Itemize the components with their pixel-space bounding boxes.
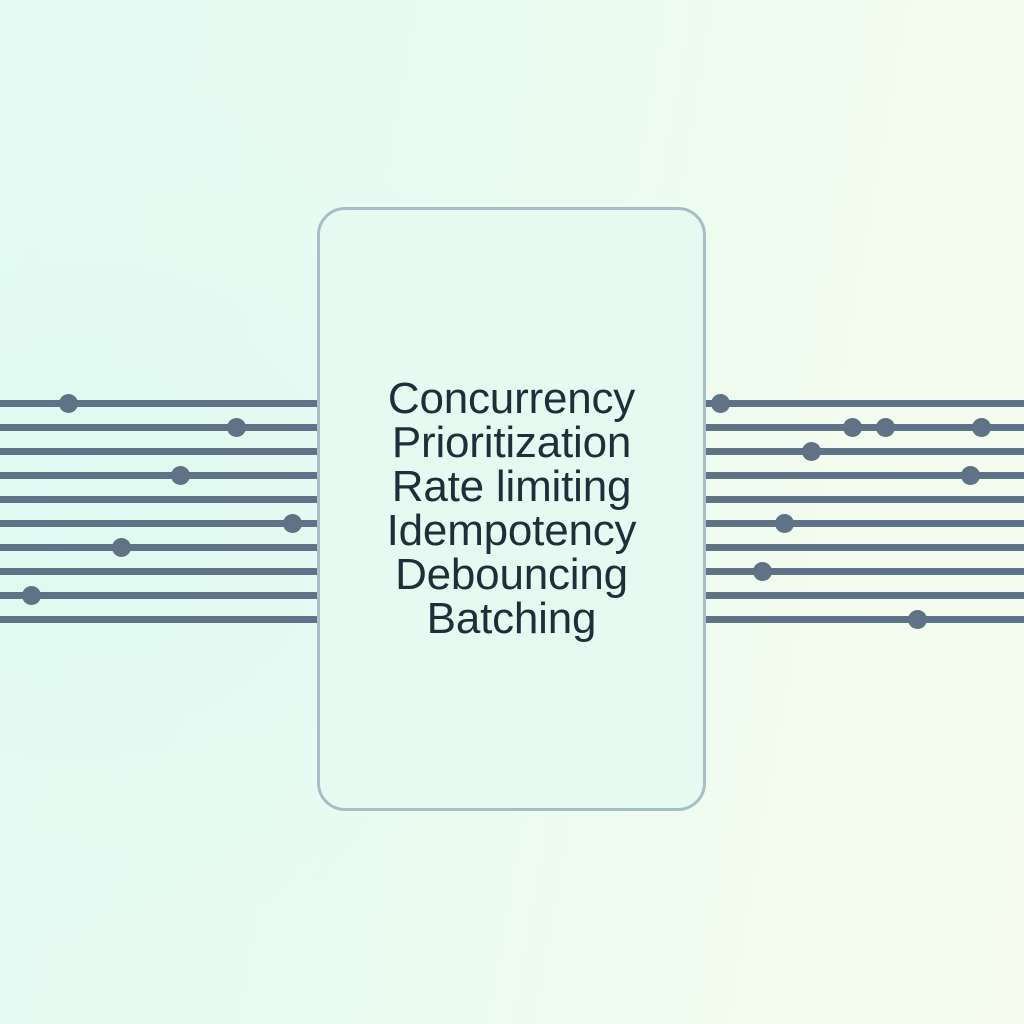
- track-handle-dot[interactable]: [170, 465, 190, 485]
- track-handle-dot[interactable]: [842, 417, 862, 437]
- track-handle-dot[interactable]: [801, 441, 821, 461]
- card-label-debouncing: Debouncing: [395, 550, 628, 599]
- card-label-prioritization: Prioritization: [391, 418, 632, 467]
- card-label-concurrency: Concurrency: [387, 374, 636, 423]
- card-label-rate-limiting: Rate limiting: [391, 462, 632, 511]
- card-label-batching: Batching: [426, 594, 597, 643]
- concurrency-controls-card: Concurrency Prioritization Rate limiting…: [317, 207, 706, 811]
- track-handle-dot[interactable]: [774, 513, 794, 533]
- track-handle-dot[interactable]: [752, 561, 772, 581]
- track-handle-dot[interactable]: [226, 417, 246, 437]
- track-handle-dot[interactable]: [58, 393, 78, 413]
- track-handle-dot[interactable]: [710, 393, 730, 413]
- card-label-idempotency: Idempotency: [386, 506, 637, 555]
- track-handle-dot[interactable]: [111, 537, 131, 557]
- track-handle-dot[interactable]: [21, 585, 41, 605]
- track-handle-dot[interactable]: [875, 417, 895, 437]
- track-handle-dot[interactable]: [282, 513, 302, 533]
- track-handle-dot[interactable]: [907, 609, 927, 629]
- track-handle-dot[interactable]: [960, 465, 980, 485]
- track-handle-dot[interactable]: [971, 417, 991, 437]
